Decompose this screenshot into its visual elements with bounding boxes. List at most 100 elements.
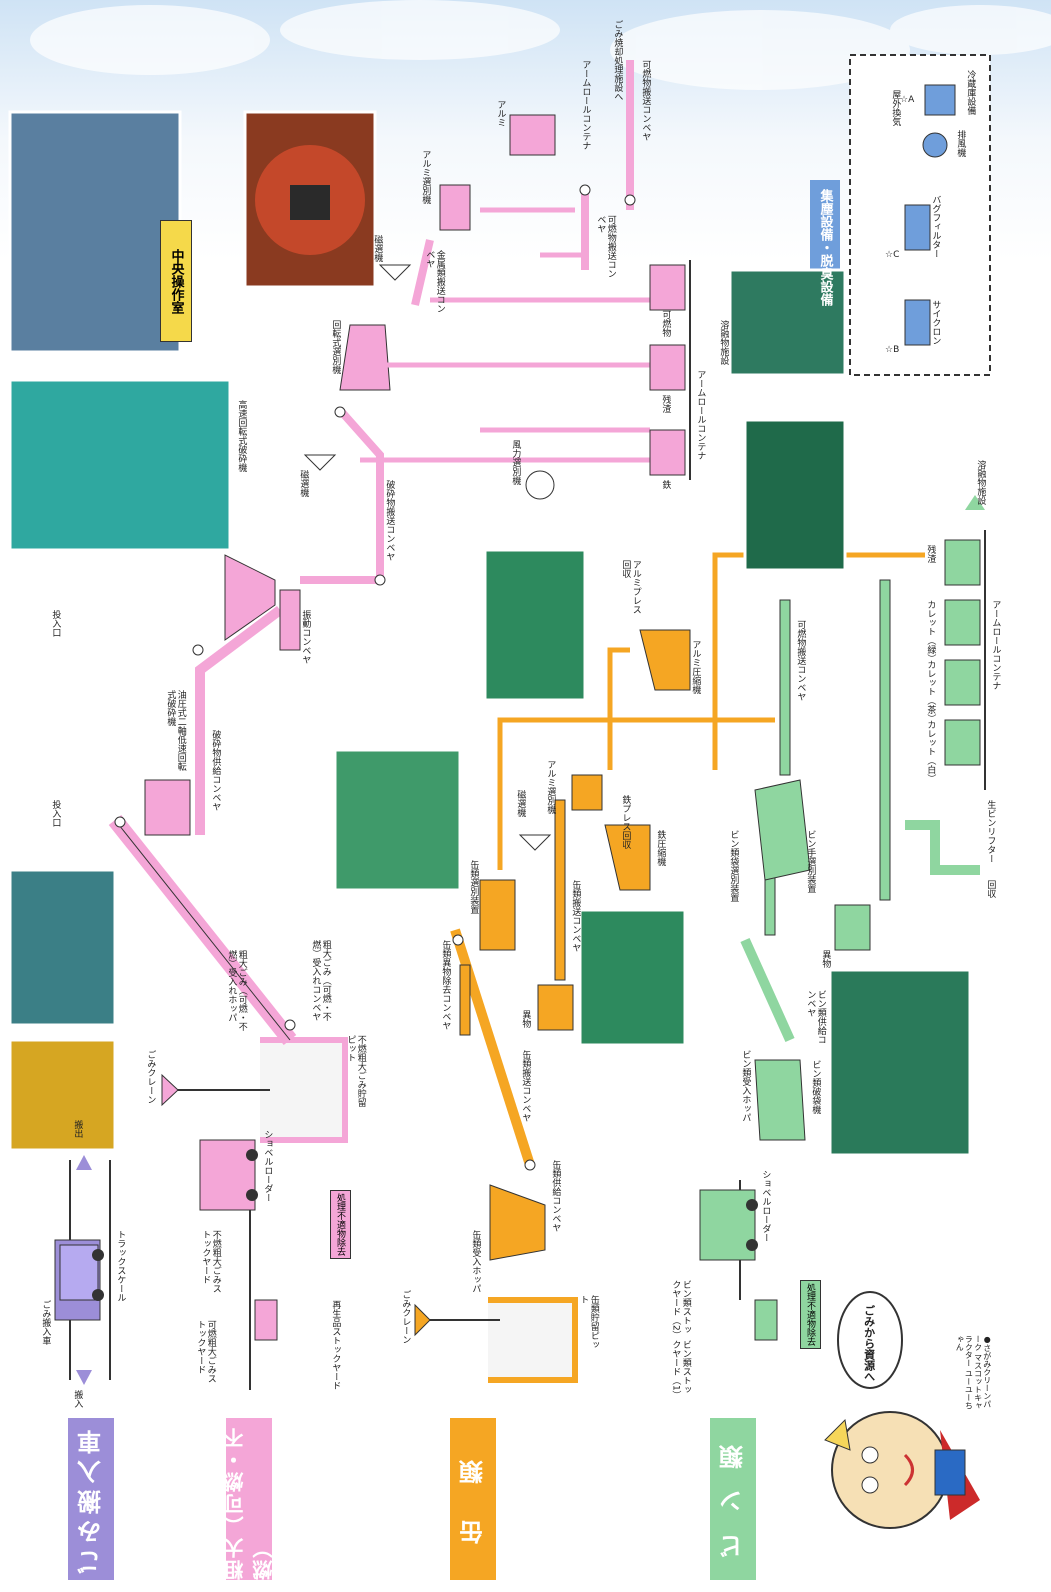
label-tetsu-press: 鉄プレス回収	[620, 795, 630, 849]
label-hannyu: 搬入	[72, 1390, 82, 1408]
container-zansa	[650, 345, 685, 390]
label-bin-kyokyu: ビン類供給コンベヤ	[805, 990, 826, 1050]
container-zansa-2	[945, 540, 980, 585]
label-arm-container-3: アームロールコンテナ	[990, 600, 1000, 690]
label-sodai-hopper: 粗大ごみ（可燃・不燃）受入れホッパ	[226, 950, 247, 1035]
stock-yard-box	[255, 1300, 277, 1340]
bin-stock-box	[755, 1300, 777, 1340]
label-kan-hannso: 缶類搬送コンベヤ	[570, 880, 580, 952]
kan-hannso-conveyor	[555, 800, 565, 980]
label-alumi-press: アルミプレス回収	[620, 560, 641, 620]
bin-te-senbetsu	[755, 780, 810, 880]
label-zansa: 残渣	[660, 395, 670, 413]
label-uminanbutsu-2: 溶融物施設	[975, 460, 985, 505]
yuatsu-hasaiki	[145, 780, 190, 835]
photo-kan-machine	[335, 750, 460, 890]
bin-lifter	[905, 825, 980, 870]
photo-alumi-machine	[485, 550, 585, 700]
label-ibutsu-2: 異物	[820, 950, 830, 968]
label-kan-ibutsu-conveyor: 缶類異物除去コンベヤ	[440, 940, 450, 1030]
label-bag-filter: バグフィルター	[930, 195, 940, 258]
label-cyclone: サイクロン	[930, 300, 940, 345]
label-alumi-senbetsu: アルミ選別機	[420, 150, 430, 204]
photo-crusher-1	[10, 870, 115, 1025]
label-hasaibutsu-conveyor: 破砕物搬送コンベヤ	[384, 480, 394, 561]
label-yuatsu-hasaiki: 油圧式二軸低速回転式破砕機	[165, 690, 186, 775]
label-star-a: ☆A	[900, 95, 914, 105]
photo-bin-conveyor	[745, 420, 845, 570]
label-bin-stock-2: ビン類ストックヤード（2）	[670, 1280, 691, 1340]
shovel-loader-2	[700, 1190, 755, 1260]
label-kosoku-hasaiki: 高速回転式破砕機	[236, 400, 246, 472]
photo-chuo-sosa	[10, 112, 180, 352]
band-sodai-label: 粗大（可燃・不燃）	[226, 1418, 272, 1580]
label-funen-pit: 不燃粗大ごみ貯留ピット	[345, 1035, 366, 1115]
label-ibutsu-1: 異物	[520, 1010, 530, 1028]
photo-kosoku-hasaiki	[10, 380, 230, 550]
label-bin-teisenbetsu: ビン類袋選別装置	[728, 830, 738, 902]
arrow-out	[76, 1155, 92, 1170]
label-fuuryoku: 風力選別機	[510, 440, 520, 485]
band-bin-label: ビ ン 類	[710, 1418, 756, 1580]
label-shori-funen-2: 処理不適物除去	[800, 1280, 821, 1349]
label-bin-te: ビン手選別装置	[805, 830, 815, 893]
label-kanen-conveyor-3: 可燃物搬送コンベヤ	[795, 620, 805, 701]
kan-senbetsu	[480, 880, 515, 950]
kanen-conveyor-3	[780, 600, 790, 775]
label-sodai-conveyor: 粗大ごみ（可燃・不燃）受入れコンベヤ	[310, 940, 331, 1025]
bin-section	[700, 495, 985, 1340]
label-shindo-conveyor: 振動コンベヤ	[300, 610, 310, 664]
label-cullet-shiro: カレット（白）	[925, 720, 935, 783]
label-gomi-crane-2: ごみクレーン	[400, 1290, 410, 1344]
truck-section	[55, 1155, 110, 1385]
alumi-senbetsu	[440, 185, 470, 230]
label-kanen-conveyor: 可燃物搬送コンベヤ	[595, 215, 616, 285]
label-kankyo: 屋外換気	[890, 90, 900, 126]
ibutsu-cart-2	[835, 905, 870, 950]
label-star-b: ☆B	[885, 345, 899, 355]
label-jisen-3: 磁選機	[515, 790, 525, 817]
funen-pit	[260, 1040, 345, 1140]
band-kan-label: 缶 類	[450, 1418, 496, 1580]
alumi-container	[510, 115, 555, 155]
label-saisei-stock: 再生品ストックヤード	[330, 1300, 340, 1390]
mascot-caption: ●さがみクリーンパーク マスコットキャラクター ユーユーちゃん	[955, 1335, 992, 1415]
label-kan-kyokyu: 缶類供給コンベヤ	[550, 1160, 560, 1232]
label-jisen-2: 磁選機	[372, 235, 382, 262]
hasaibutsu-conveyor	[300, 410, 380, 580]
haifuki-icon	[923, 133, 947, 157]
jisen-icon-2	[380, 265, 410, 280]
alumi-senbetsu-2	[572, 775, 602, 810]
photo-crusher-2	[10, 1040, 115, 1150]
label-uminanbutsu: 溶融物施設	[718, 320, 728, 365]
label-arm-container-2: アームロールコンテナ	[695, 370, 705, 460]
label-alumi-asshuku: アルミ圧縮機	[690, 640, 700, 694]
kaiten-senbetsu	[340, 325, 390, 390]
jisen-icon-3	[520, 835, 550, 850]
label-shovel-loader-2: ショベルローダー	[760, 1170, 770, 1242]
arrow-in	[76, 1370, 92, 1385]
label-kanen-stock: 可燃粗大ごみストックヤード	[195, 1320, 216, 1390]
label-funen-stock: 不燃粗大ごみストックヤード	[200, 1230, 221, 1300]
bag-filter	[905, 205, 930, 250]
shovel-loader-1	[200, 1140, 255, 1210]
container-cullet-midori	[945, 600, 980, 645]
label-kan-hannyu: 缶類搬送コンベヤ	[520, 1050, 530, 1122]
bin-hopper	[755, 1060, 805, 1140]
alumi-asshuku	[640, 630, 690, 690]
fuuryoku-icon	[526, 471, 554, 499]
container-kanen	[650, 265, 685, 310]
label-star-c: ☆C	[885, 250, 899, 260]
kan-ibutsu-conveyor	[460, 965, 470, 1035]
label-kan-pit: 缶類貯留ピット	[578, 1295, 599, 1355]
photo-tetsu-machine	[580, 910, 685, 1045]
label-alumi-senbetsu-2: アルミ選別機	[545, 760, 555, 814]
label-shovel-loader-1: ショベルローダー	[262, 1130, 272, 1202]
label-cullet-midori: カレット（緑）	[925, 600, 935, 663]
label-bin-stock-1: ビン類ストックヤード（1）	[670, 1340, 691, 1400]
ibutsu-cart-1	[538, 985, 573, 1030]
reizo-icon	[925, 85, 955, 115]
shuujin-title: 集塵設備・脱臭設備	[810, 180, 840, 315]
container-cullet-cha	[945, 660, 980, 705]
kan-hopper	[490, 1185, 545, 1260]
